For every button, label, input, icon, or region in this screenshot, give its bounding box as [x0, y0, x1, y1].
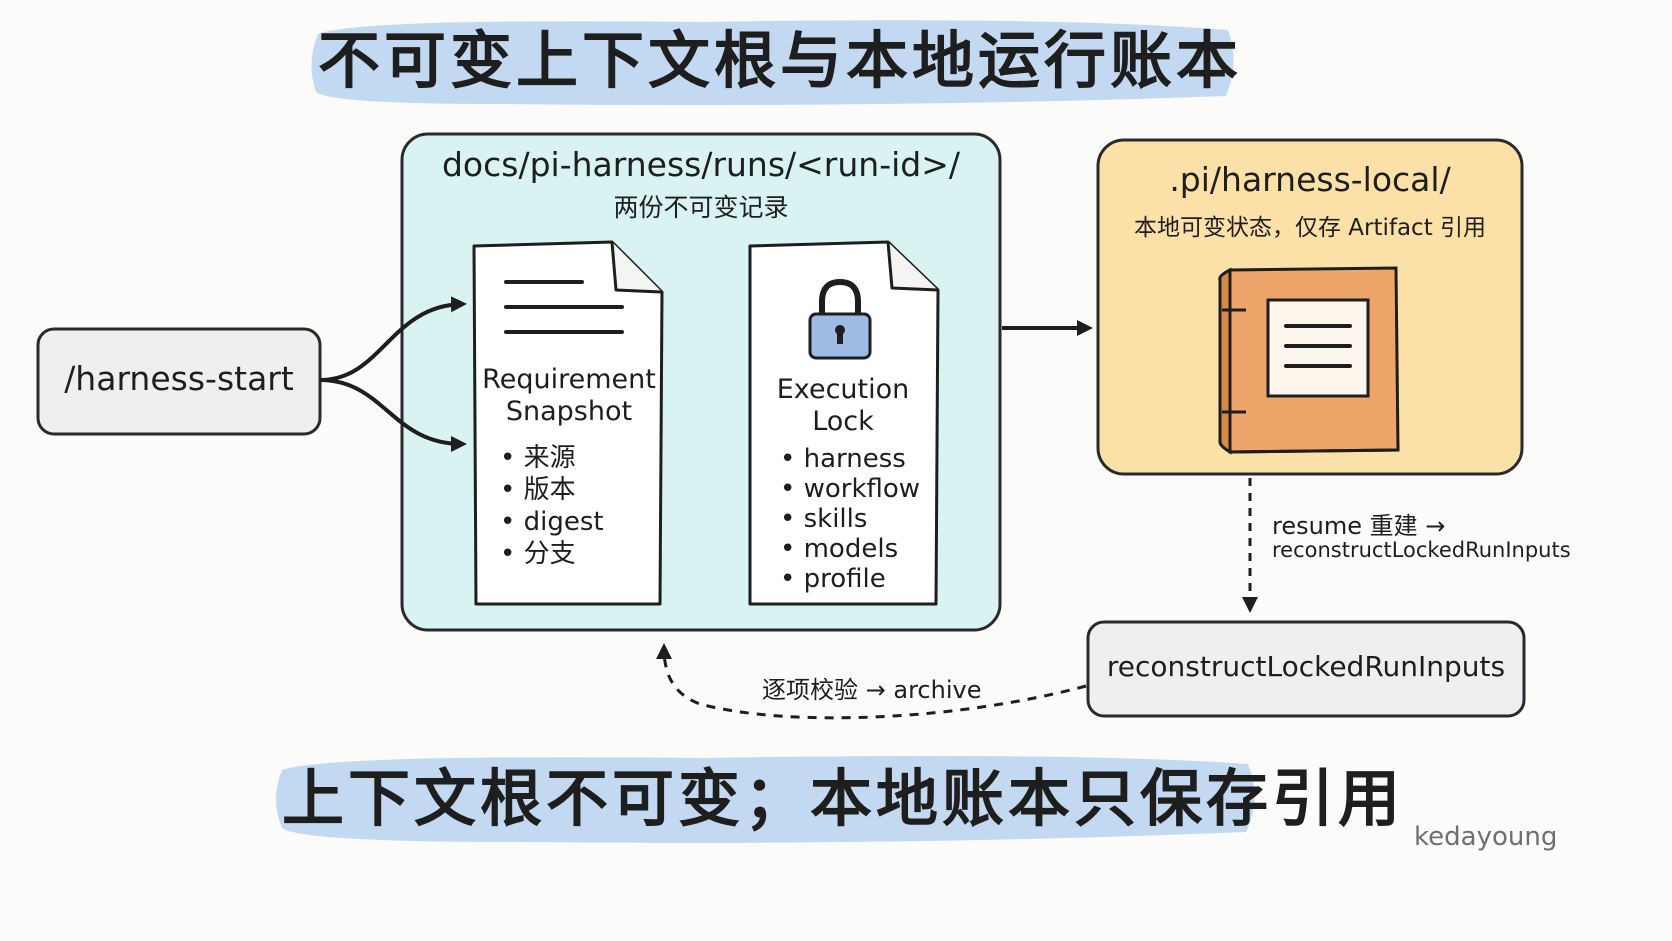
arrow-reconstruct-to-runs — [656, 643, 1087, 720]
requirement-snapshot-title-1: Requirement — [482, 364, 656, 395]
arrow-start-to-lock — [319, 378, 467, 452]
resume-label-2: reconstructLockedRunInputs — [1272, 538, 1571, 562]
footer-caption: 上下文根不可变；本地账本只保存引用 — [282, 762, 1405, 835]
list-item: profile — [780, 564, 920, 594]
reconstruct-label: reconstructLockedRunInputs — [1106, 650, 1506, 683]
resume-label-1: resume 重建 → — [1272, 512, 1446, 540]
lock-icon — [808, 278, 872, 360]
footer-band — [276, 756, 1255, 843]
list-item: 版本 — [500, 474, 604, 506]
requirement-snapshot-title-2: Snapshot — [505, 396, 633, 427]
list-item: digest — [500, 506, 604, 538]
execution-lock-title-1: Execution — [776, 374, 910, 405]
text-lines-icon — [504, 280, 624, 334]
execution-lock-title-2: Lock — [812, 406, 874, 437]
runs-box-subtitle: 两份不可变记录 — [613, 193, 789, 222]
requirement-snapshot-list: 来源 版本 digest 分支 — [500, 442, 604, 570]
arrow-start-to-snapshot — [319, 296, 467, 382]
page-title: 不可变上下文根与本地运行账本 — [318, 24, 1243, 97]
reconstruct-box — [1086, 620, 1526, 718]
list-item: harness — [780, 444, 920, 474]
ledger-book-icon — [1218, 266, 1400, 455]
list-item: skills — [780, 504, 920, 534]
list-item: models — [780, 534, 920, 564]
runs-box-title: docs/pi-harness/runs/<run-id>/ — [441, 145, 960, 184]
list-item: workflow — [780, 474, 920, 504]
title-band — [311, 20, 1234, 106]
list-item: 来源 — [500, 442, 604, 474]
verify-archive-label: 逐项校验 → archive — [762, 676, 982, 704]
local-box-subtitle: 本地可变状态，仅存 Artifact 引用 — [1133, 215, 1487, 241]
execution-lock-list: harness workflow skills models profile — [780, 444, 920, 594]
local-box-title: .pi/harness-local/ — [1169, 160, 1451, 199]
list-item: 分支 — [500, 538, 604, 570]
harness-start-label: /harness-start — [64, 359, 294, 398]
watermark: kedayoung — [1414, 822, 1558, 852]
